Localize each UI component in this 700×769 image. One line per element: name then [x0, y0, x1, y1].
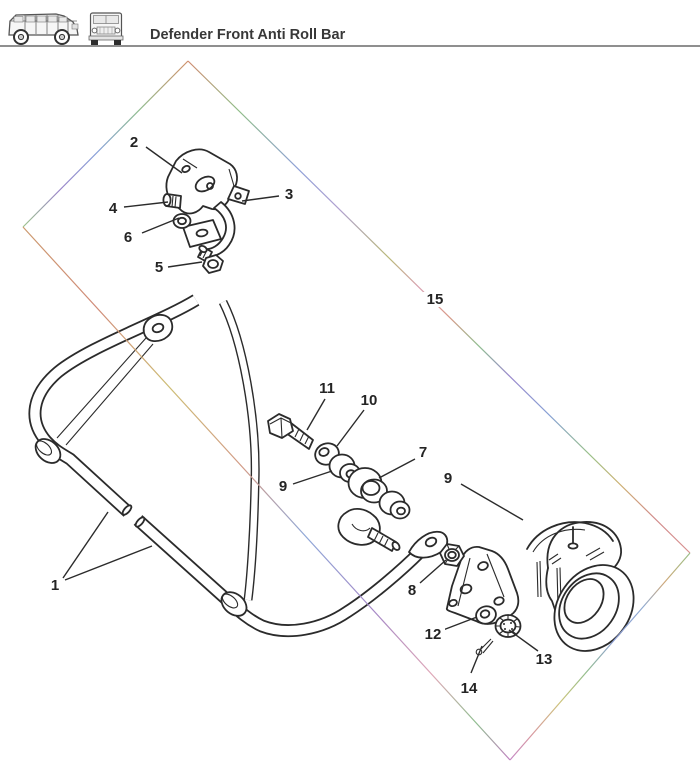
leader-line	[419, 559, 447, 584]
leader-line	[378, 458, 416, 479]
leader-line	[292, 470, 333, 485]
callout-label-8: 8	[408, 582, 416, 599]
clamp-plate	[182, 219, 222, 248]
callout-4[interactable]: 4	[105, 200, 169, 217]
callout-label-backing	[457, 681, 481, 696]
callout-label-14: 14	[461, 680, 478, 697]
leader-line	[470, 645, 483, 674]
clamp-washer-6	[172, 213, 192, 229]
callout-label-backing	[532, 652, 556, 667]
callout-label-11: 11	[319, 380, 335, 397]
callout-9[interactable]: 9	[275, 470, 333, 495]
mount-housing	[526, 521, 635, 652]
defender-front-view-icon	[88, 12, 124, 46]
callout-label-backing	[404, 583, 420, 598]
mount-castle-nut-13	[494, 614, 522, 638]
callout-label-backing	[281, 187, 297, 202]
callout-12[interactable]: 12	[421, 616, 478, 643]
callout-label-backing	[47, 578, 63, 593]
callout-label-2: 2	[130, 134, 138, 151]
callout-3[interactable]: 3	[241, 186, 297, 203]
callout-2[interactable]: 2	[126, 134, 183, 174]
callout-label-backing	[275, 479, 291, 494]
callout-label-6: 6	[124, 229, 132, 246]
bar-eye-end	[142, 313, 174, 342]
leader-line	[306, 398, 326, 431]
callout-label-13: 13	[536, 651, 553, 668]
bar-collar-right	[220, 591, 248, 617]
callout-15[interactable]: 15	[423, 291, 447, 308]
callout-label-backing	[421, 627, 445, 642]
callout-label-15: 15	[427, 291, 444, 308]
callout-label-backing	[126, 135, 142, 150]
leader-line	[241, 195, 280, 202]
callout-5[interactable]: 5	[151, 259, 203, 276]
page-header: Defender Front Anti Roll Bar	[0, 0, 700, 50]
callout-7[interactable]: 7	[378, 444, 431, 479]
leader-line	[64, 545, 153, 581]
bar-collar-left	[34, 438, 62, 464]
callout-label-9: 9	[279, 478, 287, 495]
link-assembly-drawing	[267, 413, 411, 552]
leader-line	[460, 483, 524, 521]
callout-label-7: 7	[419, 444, 427, 461]
leader-line	[442, 616, 478, 631]
leader-line	[145, 146, 183, 174]
callout-13[interactable]: 13	[508, 629, 556, 668]
callout-label-12: 12	[425, 626, 442, 643]
leader-line	[167, 261, 203, 268]
callout-label-9: 9	[444, 470, 452, 487]
defender-side-view-icon	[8, 13, 79, 45]
callout-label-backing	[120, 230, 136, 245]
leader-line	[62, 511, 109, 579]
callout-label-3: 3	[285, 186, 293, 203]
clamp-assembly-drawing	[162, 148, 250, 274]
link-body	[337, 508, 401, 552]
callout-label-backing	[315, 381, 339, 396]
leader-line	[508, 629, 539, 652]
callout-1[interactable]: 1	[47, 511, 153, 594]
page-title: Defender Front Anti Roll Bar	[150, 27, 346, 43]
callout-label-backing	[357, 393, 381, 408]
callout-label-4: 4	[109, 200, 118, 217]
callout-label-backing	[440, 471, 456, 486]
callout-label-backing	[151, 260, 167, 275]
leader-line	[141, 217, 180, 234]
callout-label-backing	[105, 201, 121, 216]
callout-label-5: 5	[155, 259, 163, 276]
kit-border-diamond	[22, 60, 691, 761]
bar-arm-end	[408, 530, 449, 559]
mount-assembly-drawing	[439, 521, 635, 656]
callout-8[interactable]: 8	[404, 559, 447, 599]
clamp-tab	[227, 185, 250, 205]
callout-label-backing	[415, 445, 431, 460]
clamp-bolt-4	[162, 193, 182, 209]
callout-9[interactable]: 9	[440, 470, 524, 521]
clamp-bolt-5	[197, 244, 224, 274]
callout-label-10: 10	[361, 392, 378, 409]
leader-line	[123, 201, 169, 208]
callout-14[interactable]: 14	[457, 645, 483, 697]
mount-bracket	[445, 546, 520, 625]
header-rule	[0, 45, 700, 47]
anti-roll-bar-drawing	[28, 294, 449, 638]
callout-label-1: 1	[51, 577, 59, 594]
callout-6[interactable]: 6	[120, 217, 180, 246]
callout-11[interactable]: 11	[306, 380, 339, 431]
link-bolt-11	[267, 413, 314, 450]
callout-10[interactable]: 10	[336, 392, 381, 447]
callout-label-backing	[423, 292, 447, 307]
link-bush-9b	[378, 490, 411, 520]
leader-line	[336, 409, 365, 447]
